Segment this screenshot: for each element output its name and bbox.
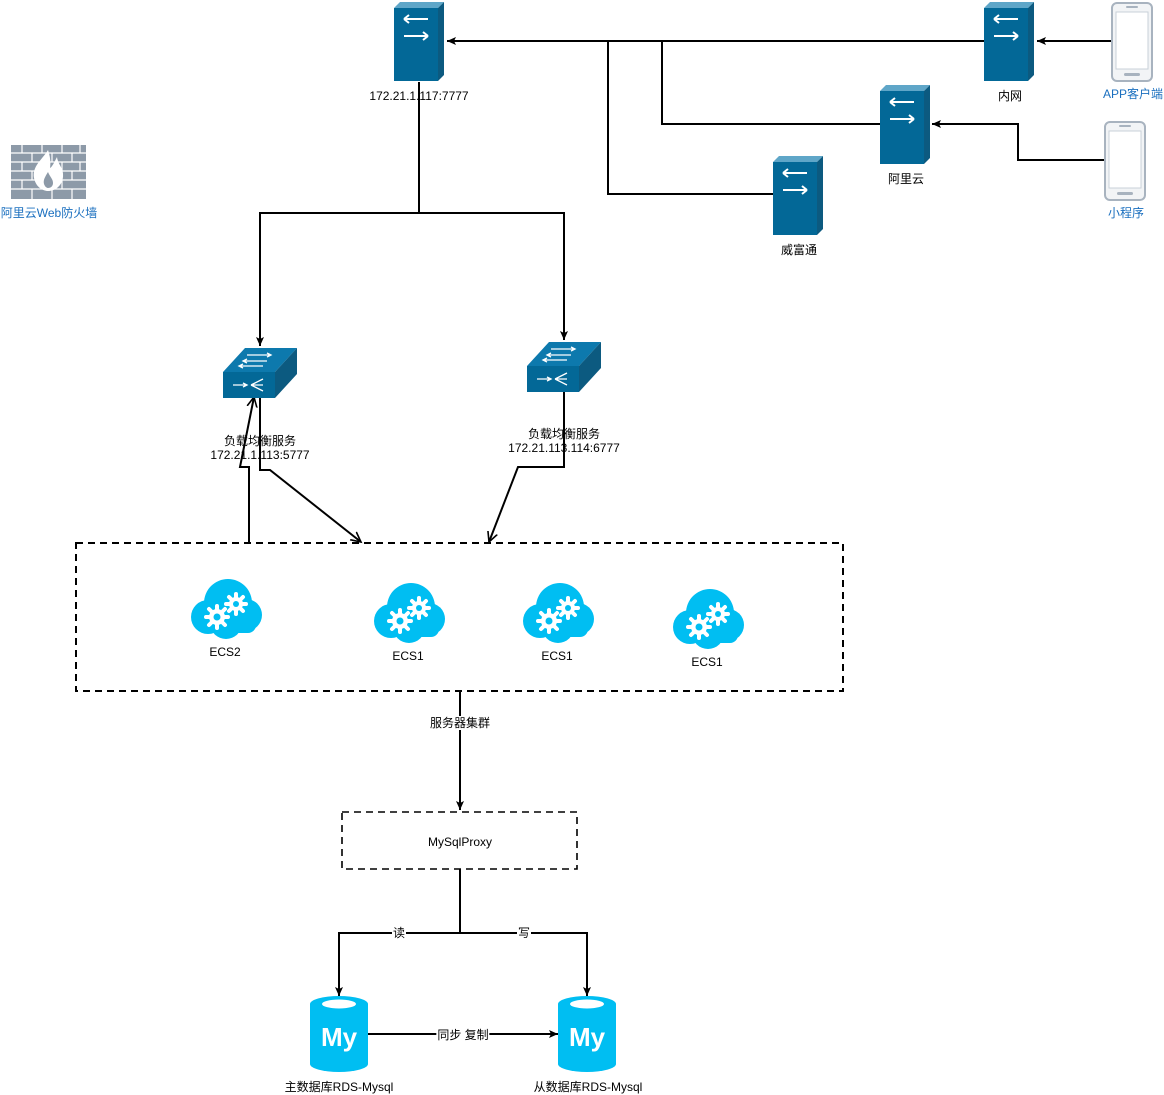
edge-main-to-lb1 <box>256 82 420 346</box>
weifutong-router-label: 威富通 <box>780 243 818 257</box>
lb2-label-line1: 负载均衡服务 <box>527 427 601 441</box>
lb1-switch-icon[interactable] <box>222 347 298 399</box>
firewall-icon[interactable] <box>11 145 86 199</box>
slave-db-label: 从数据库RDS-Mysql <box>533 1080 643 1094</box>
proxy-label: MySqlProxy <box>427 835 493 849</box>
ecs-label-2: ECS1 <box>541 649 573 663</box>
intranet-router-icon[interactable] <box>983 1 1035 82</box>
edge-aliyun-to-main <box>661 41 880 125</box>
slave-db-logo: My <box>569 1022 606 1052</box>
edge-lb2-to-cluster <box>489 392 565 542</box>
app-client-phone-icon[interactable] <box>1111 2 1153 82</box>
server-cluster-box[interactable] <box>75 542 844 692</box>
write-edge-label: 写 <box>516 926 532 940</box>
main-server-icon[interactable] <box>393 1 445 82</box>
lb2-switch-icon[interactable] <box>526 341 602 393</box>
sync-edge-label: 同步 复制 <box>436 1028 490 1042</box>
ecs-cloud-icon-0[interactable] <box>189 577 264 641</box>
ecs-label-1: ECS1 <box>392 649 424 663</box>
aliyun-router-icon[interactable] <box>879 84 931 165</box>
ecs-cloud-icon-3[interactable] <box>671 587 746 651</box>
mini-program-label: 小程序 <box>1107 206 1145 220</box>
cluster-label: 服务器集群 <box>428 716 492 730</box>
read-edge-label: 读 <box>391 926 407 940</box>
mysqlproxy-box[interactable] <box>341 811 578 870</box>
aliyun-router-label: 阿里云 <box>887 172 925 186</box>
ecs-cloud-icon-1[interactable] <box>372 581 447 645</box>
master-db-logo: My <box>321 1022 358 1052</box>
edge-lb1-to-cluster <box>259 397 361 542</box>
lb1-label-line1: 负载均衡服务 <box>223 434 297 448</box>
edges <box>238 37 1112 1038</box>
ecs-label-0: ECS2 <box>209 645 241 659</box>
firewall-label: 阿里云Web防火墙 <box>0 206 98 220</box>
main-server-label: 172.21.1.117:7777 <box>369 89 469 103</box>
app-client-label: APP客户端 <box>1102 87 1164 101</box>
weifutong-router-icon[interactable] <box>772 155 824 236</box>
mini-program-phone-icon[interactable] <box>1104 121 1146 201</box>
ecs-cloud-icon-2[interactable] <box>521 581 596 645</box>
ecs-label-3: ECS1 <box>691 655 723 669</box>
edge-main-to-lb2 <box>419 212 568 340</box>
edge-write <box>460 932 591 996</box>
master-db-label: 主数据库RDS-Mysql <box>284 1080 394 1094</box>
edge-miniprogram-to-aliyun <box>932 120 1106 161</box>
lb1-label-line2: 172.21.1.113:5777 <box>210 448 310 462</box>
edge-cluster-to-lb1 <box>238 397 254 542</box>
intranet-router-label: 内网 <box>997 89 1023 103</box>
lb2-label-line2: 172.21.113.114:6777 <box>508 441 620 455</box>
edge-weifutong-to-main <box>607 41 773 195</box>
